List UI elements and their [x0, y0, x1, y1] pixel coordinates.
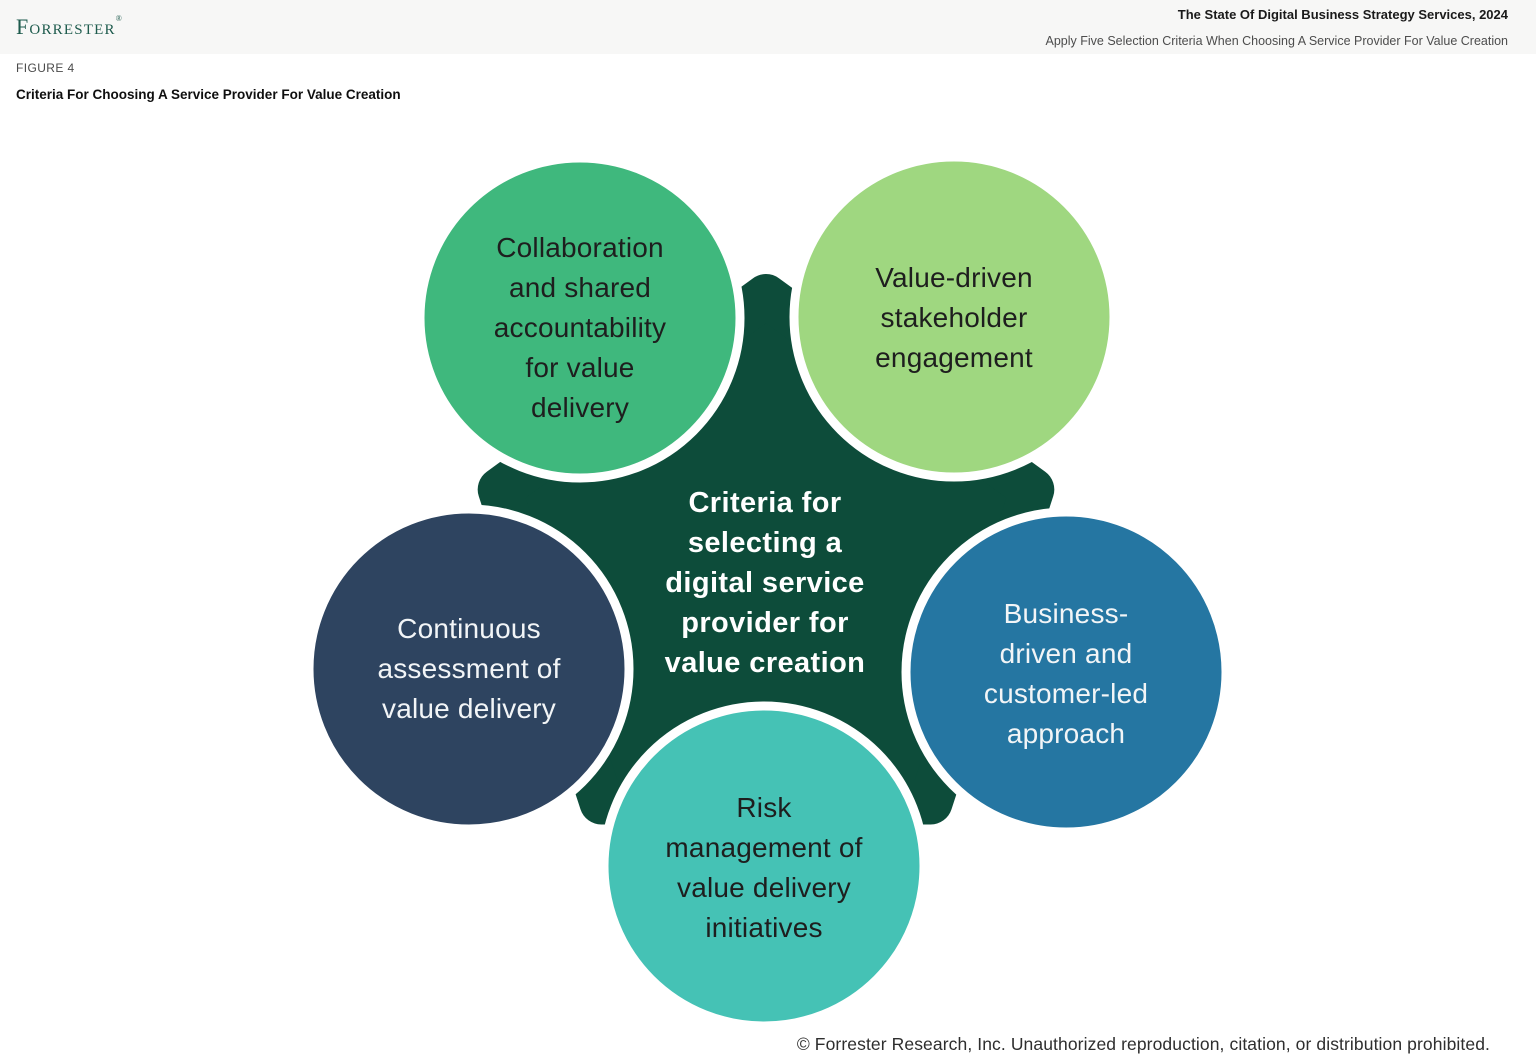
circle-collaboration — [415, 153, 745, 483]
label-business-driven-approach: Business- driven and customer-led approa… — [983, 598, 1149, 749]
circle-continuous-assessment — [304, 504, 634, 834]
label-continuous-assessment: Continuous assessment of value delivery — [377, 613, 561, 724]
figure-title: Criteria For Choosing A Service Provider… — [16, 87, 401, 102]
label-collaboration: Collaboration and shared accountability … — [493, 232, 667, 423]
center-pentagon-label: Criteria for selecting a digital service… — [664, 487, 866, 679]
circle-risk-management — [599, 701, 929, 1031]
forrester-logo: Forrester® — [16, 14, 122, 40]
label-risk-management: Risk management of value delivery initia… — [665, 792, 863, 943]
circle-business-driven-approach — [901, 507, 1231, 837]
copyright-notice: © Forrester Research, Inc. Unauthorized … — [796, 1034, 1490, 1054]
header-right-block: The State Of Digital Business Strategy S… — [1046, 7, 1508, 48]
circle-value-driven-engagement — [789, 152, 1119, 482]
forrester-logo-text: Forrester — [16, 14, 116, 39]
report-title: The State Of Digital Business Strategy S… — [1177, 7, 1508, 22]
label-value-driven-engagement: Value-driven stakeholder engagement — [875, 262, 1033, 373]
figure-label: FIGURE 4 — [16, 61, 75, 75]
report-subtitle: Apply Five Selection Criteria When Choos… — [1045, 34, 1508, 48]
registered-trademark-icon: ® — [115, 14, 122, 23]
report-header: Forrester® The State Of Digital Business… — [0, 0, 1536, 54]
